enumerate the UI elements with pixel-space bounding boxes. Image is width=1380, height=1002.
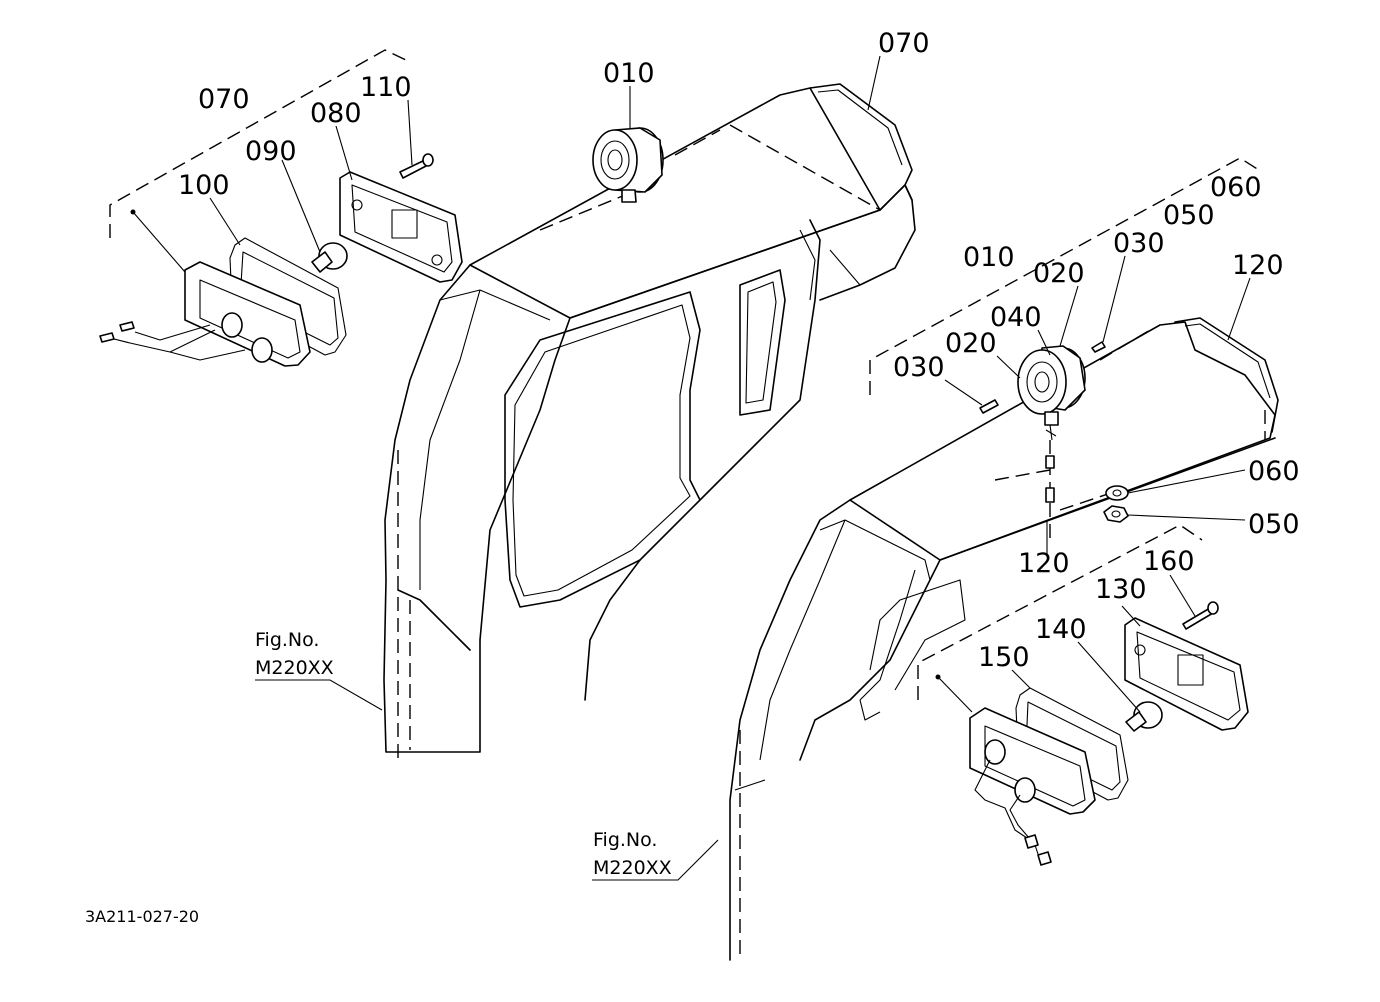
- mount-stem: [1045, 440, 1055, 540]
- screw-160: [1182, 601, 1219, 630]
- bulb-140: [1125, 701, 1163, 732]
- washer-060: [1105, 485, 1129, 501]
- callout-020-top: 020: [1033, 258, 1085, 289]
- figure-reference-left: Fig.No. M220XX: [255, 629, 334, 679]
- callout-030-top: 030: [1113, 228, 1165, 259]
- callout-070-left: 070: [198, 84, 250, 115]
- lamp-lens-130: [1124, 617, 1249, 731]
- assembly-bracket-left: [109, 49, 411, 238]
- screw-030-right: [1091, 341, 1106, 353]
- figure-ref-right-line2: M220XX: [593, 857, 672, 879]
- figure-reference-right: Fig.No. M220XX: [593, 829, 672, 879]
- callout-130: 130: [1095, 574, 1147, 605]
- drawing-code: 3A211-027-20: [85, 907, 199, 926]
- callout-110: 110: [360, 72, 412, 103]
- assembly-bracket-right-bottom: [917, 524, 1203, 700]
- nut-050: [1103, 505, 1129, 523]
- callout-150: 150: [978, 642, 1030, 673]
- callout-050-right: 050: [1248, 509, 1300, 540]
- left-fender: [383, 83, 916, 760]
- beacon-lamp-right: [1017, 345, 1086, 441]
- callout-060-top: 060: [1210, 172, 1262, 203]
- callout-160: 160: [1143, 546, 1195, 577]
- right-fender: [729, 317, 1279, 961]
- callout-040: 040: [990, 302, 1042, 333]
- wire-harness-right: [974, 759, 1052, 866]
- callout-010-top: 010: [603, 58, 655, 89]
- callout-080: 080: [310, 98, 362, 129]
- callout-labels: 010 070 070 110 080 090 100 060 050 030 …: [178, 28, 1300, 673]
- screw-110: [399, 153, 434, 179]
- figure-ref-right-line1: Fig.No.: [593, 829, 657, 851]
- callout-140: 140: [1035, 614, 1087, 645]
- figure-ref-left-line2: M220XX: [255, 657, 334, 679]
- lamp-lens-080: [339, 171, 463, 283]
- callout-010-right: 010: [963, 242, 1015, 273]
- figure-ref-left-line1: Fig.No.: [255, 629, 319, 651]
- callout-120-bottom: 120: [1018, 548, 1070, 579]
- bulb-090: [311, 242, 348, 273]
- lamp-housing-left: [130, 209, 311, 367]
- callout-090: 090: [245, 136, 297, 167]
- callout-020-left: 020: [945, 328, 997, 359]
- lamp-housing-right: [935, 674, 1096, 815]
- callout-120-top: 120: [1232, 250, 1284, 281]
- beacon-lamp-top: [592, 127, 664, 203]
- leader-lines: [209, 55, 1251, 881]
- screw-030-left: [979, 399, 999, 414]
- callout-050-top: 050: [1163, 200, 1215, 231]
- callout-060-right: 060: [1248, 456, 1300, 487]
- callout-070-top: 070: [878, 28, 930, 59]
- wire-harness-left: [99, 321, 246, 361]
- callout-030-left: 030: [893, 352, 945, 383]
- callout-100: 100: [178, 170, 230, 201]
- assembly-bracket-right-top: [869, 157, 1263, 395]
